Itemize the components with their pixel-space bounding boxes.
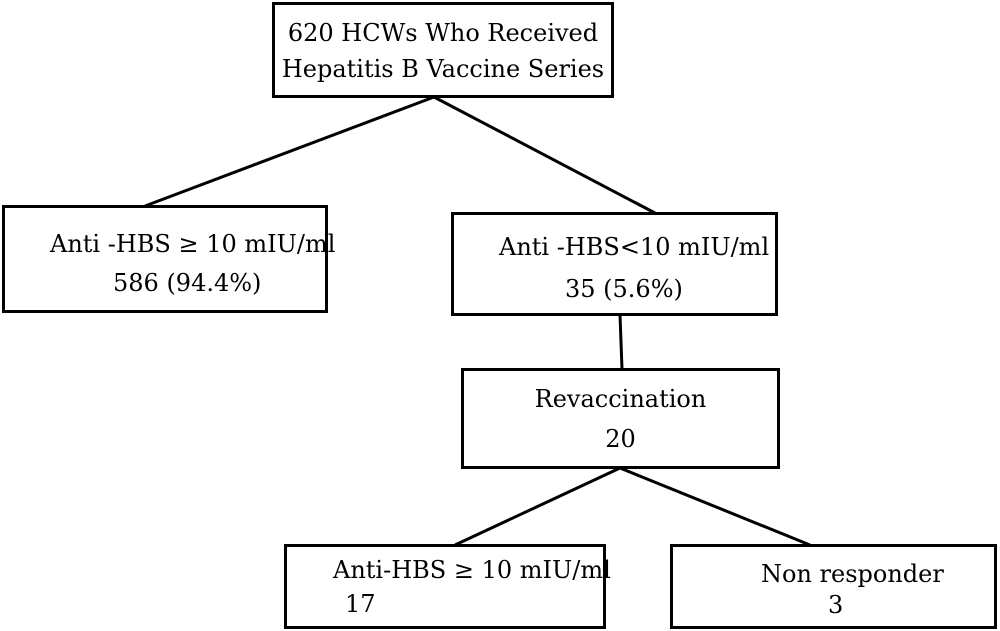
connector-root-to-responders	[144, 95, 435, 208]
responders-node-count: 586 (94.4%)	[113, 269, 262, 297]
revac-responders-node-count: 17	[345, 590, 376, 618]
root-node-title-line1: 620 HCWs Who Received	[287, 19, 599, 47]
connector-low-responders-to-revaccination	[618, 314, 624, 370]
connector-revaccination-to-non-responders	[619, 466, 811, 547]
root-node-title-line2: Hepatitis B Vaccine Series	[281, 55, 605, 83]
low-responders-node-count: 35 (5.6%)	[565, 275, 683, 303]
responders-node-label: Anti -HBS ≥ 10 mIU/ml	[50, 230, 336, 258]
non-responders-node-label: Non responder	[761, 560, 944, 588]
connector-root-to-low-responders	[433, 95, 656, 215]
responders-node-box: Anti -HBS ≥ 10 mIU/ml 586 (94.4%)	[2, 205, 335, 313]
low-responders-node-label: Anti -HBS<10 mIU/ml	[499, 233, 770, 261]
root-node-box: 620 HCWs Who Received Hepatitis B Vaccin…	[272, 2, 614, 98]
non-responders-node-count: 3	[828, 591, 844, 619]
revaccination-node-count: 20	[605, 425, 636, 453]
revaccination-node-label: Revaccination	[534, 385, 707, 413]
revac-responders-node-box: Anti-HBS ≥ 10 mIU/ml 17	[284, 544, 611, 629]
non-responders-node-box: Non responder 3	[670, 544, 997, 629]
revaccination-node-box: Revaccination 20	[461, 368, 780, 469]
low-responders-node-box: Anti -HBS<10 mIU/ml 35 (5.6%)	[451, 212, 778, 316]
connector-revaccination-to-responders	[454, 466, 621, 547]
revac-responders-node-label: Anti-HBS ≥ 10 mIU/ml	[333, 556, 611, 584]
